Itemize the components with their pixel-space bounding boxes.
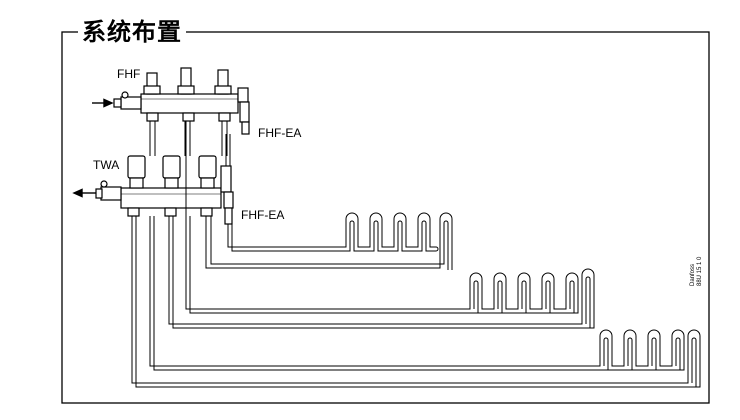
frame-border	[61, 31, 710, 404]
supply-manifold	[113, 67, 250, 135]
riser-pipes	[149, 121, 228, 156]
heating-loop-4	[168, 216, 595, 329]
flow-arrows	[72, 98, 114, 198]
heating-loop-6	[131, 216, 701, 388]
page-title: 系统布置	[78, 17, 186, 47]
heating-loop-5	[149, 216, 685, 371]
heating-loop-2	[205, 212, 453, 270]
drawing-code-brand: Danfoss	[690, 263, 696, 286]
label-fhf-ea-top: FHF-EA	[258, 126, 302, 140]
return-manifold	[95, 155, 234, 225]
heating-loop-1	[227, 212, 436, 248]
label-twa: TWA	[93, 158, 120, 172]
drawing-code: Danfoss 88U 15 1 0	[690, 242, 704, 286]
label-fhf: FHF	[117, 67, 141, 81]
label-fhf-ea-bottom: FHF-EA	[241, 208, 285, 222]
vent-line	[225, 134, 231, 166]
heating-loops	[131, 121, 701, 388]
heating-loop-3	[185, 121, 579, 314]
drawing-code-number: 88U 15 1 0	[697, 256, 703, 286]
